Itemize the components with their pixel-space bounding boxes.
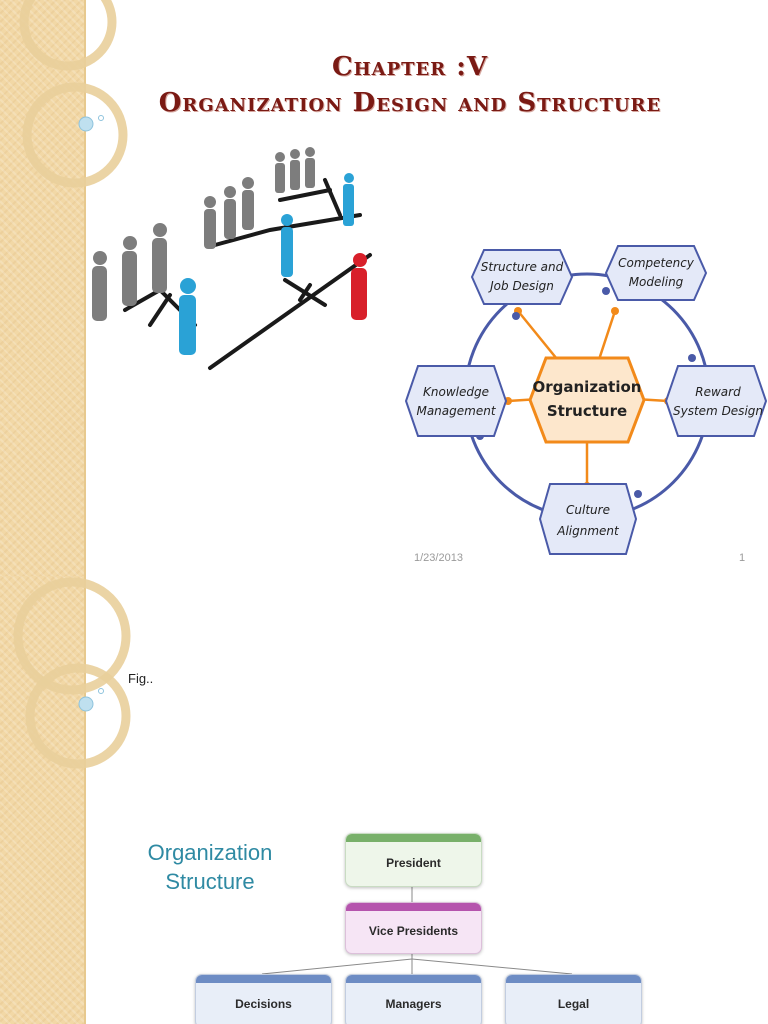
hex-competency-modeling: Competency Modeling — [604, 245, 708, 301]
hex-organization-structure-center: Organization Structure — [528, 356, 646, 444]
chapter-title: Chapter :V — [331, 52, 489, 82]
org-box-decisions: Decisions — [195, 974, 332, 1024]
hex-label-reward-1: Reward — [695, 385, 741, 399]
org-box-president: President — [345, 833, 482, 887]
side-strip-edge — [84, 0, 86, 576]
organization-structure-diagram: Structure and Job Design Competency Mode… — [404, 245, 768, 555]
org-box-managers: Managers — [345, 974, 482, 1024]
hex-label-culture-1: Culture — [566, 503, 610, 517]
org-box-legal-label: Legal — [557, 997, 590, 1011]
hex-reward-system-design: Reward System Design — [664, 365, 768, 437]
slide-page-number: 1 — [739, 552, 746, 564]
side-strip-edge — [84, 576, 86, 1024]
hex-label-culture-2: Alignment — [556, 524, 620, 538]
hex-label-competency-1: Competency — [618, 256, 695, 270]
org-box-legal: Legal — [505, 974, 642, 1024]
hex-label-structure-job-design-2: Job Design — [488, 279, 554, 293]
hex-label-structure-job-design-1: Structure and — [481, 260, 564, 274]
blue-people — [179, 173, 354, 355]
org-heading-line1: Organization — [147, 840, 273, 865]
hex-knowledge-management: Knowledge Management — [404, 365, 508, 437]
slide-2: Fig.. Organization Structure President V… — [0, 576, 768, 1024]
hex-label-reward-2: System Design — [673, 404, 763, 418]
center-label-2: Structure — [547, 402, 627, 420]
hex-label-knowledge-2: Management — [416, 404, 496, 418]
org-box-vp-label: Vice Presidents — [368, 924, 459, 938]
figure-label: Fig.. — [128, 671, 154, 686]
hex-label-knowledge-1: Knowledge — [423, 385, 489, 399]
slide-1: Chapter :V Organization Design and Struc… — [0, 0, 768, 576]
org-box-decisions-label: Decisions — [235, 997, 292, 1011]
org-heading-line2: Structure — [165, 869, 255, 894]
hex-structure-job-design: Structure and Job Design — [470, 249, 574, 305]
org-box-president-label: President — [386, 856, 441, 870]
red-person — [351, 253, 367, 320]
gray-people — [92, 147, 315, 321]
people-hierarchy-illustration — [92, 147, 372, 370]
hex-label-competency-2: Modeling — [629, 275, 684, 289]
hex-culture-alignment: Culture Alignment — [538, 483, 638, 555]
center-label-1: Organization — [533, 378, 642, 396]
decorative-side-strip — [0, 576, 84, 1024]
slide-date: 1/23/2013 — [414, 552, 463, 564]
org-box-vice-presidents: Vice Presidents — [345, 902, 482, 954]
chapter-subtitle: Organization Design and Structure — [158, 88, 662, 118]
org-box-managers-label: Managers — [385, 997, 442, 1011]
org-chart-connectors — [261, 885, 573, 975]
org-structure-heading: Organization Structure — [120, 838, 300, 896]
